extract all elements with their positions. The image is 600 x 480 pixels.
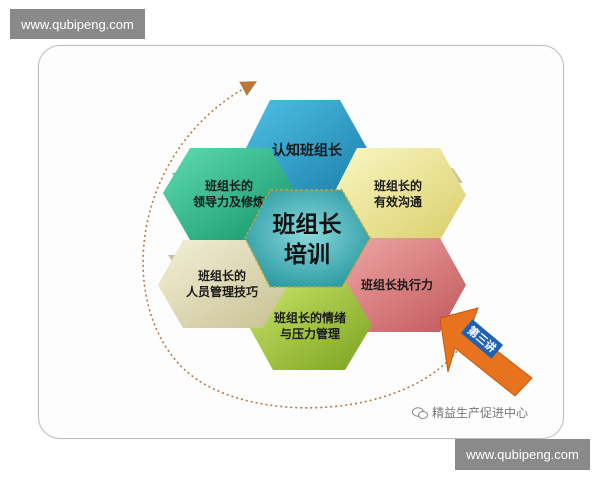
hexagon-center bbox=[244, 189, 371, 288]
hexagon-top-label: 认知班组长 bbox=[272, 142, 343, 159]
hexagon-lower-left bbox=[158, 240, 288, 328]
hexagon-upper-right-line1: 班组长的 bbox=[374, 178, 422, 193]
hexagon-upper-left-line2: 领导力及修炼 bbox=[193, 194, 265, 209]
hexagon-upper-right bbox=[333, 148, 466, 240]
brand-name: 精益生产促进中心 bbox=[432, 406, 529, 420]
hexagon-upper-left-line1: 班组长的 bbox=[205, 178, 253, 193]
hexagon-lower-left-line2: 人员管理技巧 bbox=[186, 284, 258, 299]
hexagon-bottom-line2: 与压力管理 bbox=[280, 326, 340, 341]
watermark-bottom: www.qubipeng.com bbox=[455, 439, 590, 470]
wechat-icon bbox=[412, 406, 428, 419]
hexagon-bottom-line1: 班组长的情绪 bbox=[274, 310, 346, 325]
hexagon-upper-right-line2: 有效沟通 bbox=[374, 194, 422, 209]
center-title-line2: 培训 bbox=[284, 241, 330, 268]
lesson-arrow: 第三讲 bbox=[439, 307, 533, 397]
cycle-arc bbox=[142, 81, 471, 409]
hexagon-lower-right-label: 班组长执行力 bbox=[361, 277, 433, 292]
hexagon-bottom bbox=[248, 280, 372, 370]
watermark-top: www.qubipeng.com bbox=[10, 9, 145, 39]
hexagon-lower-right bbox=[330, 238, 466, 332]
center-title-line1: 班组长 bbox=[273, 211, 343, 238]
brand-caption: 精益生产促进中心 bbox=[412, 404, 528, 421]
lesson-badge bbox=[460, 319, 504, 359]
hexagon-lower-left-line1: 班组长的 bbox=[198, 268, 246, 283]
